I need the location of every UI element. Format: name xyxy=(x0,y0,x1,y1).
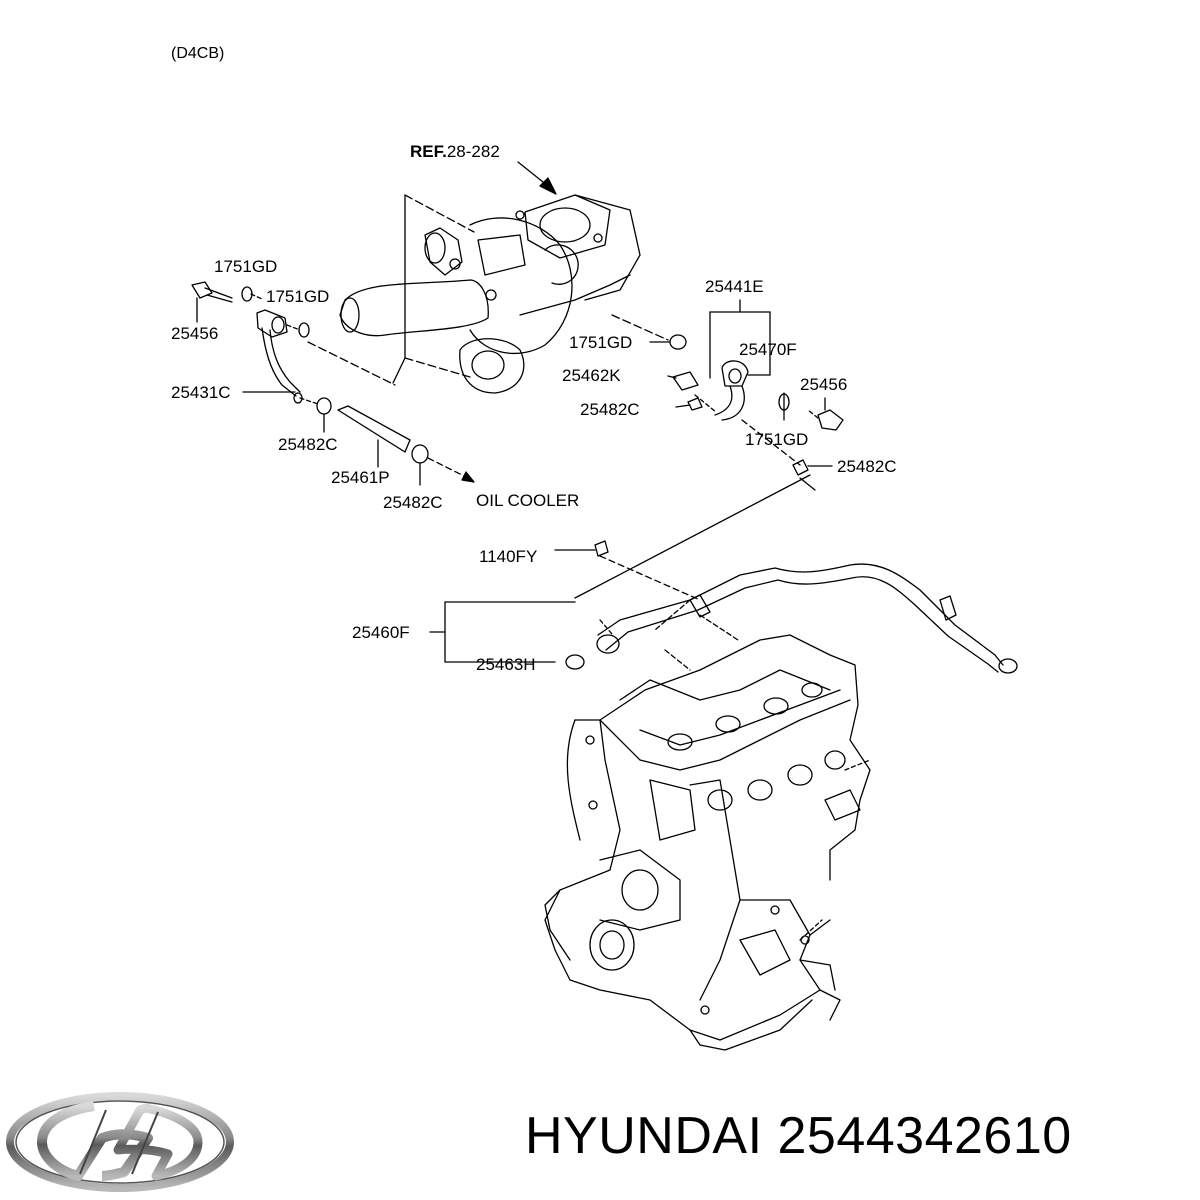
oil-pipe-assembly xyxy=(429,540,1018,674)
label-connector: 25462K xyxy=(562,366,621,385)
label-bolt-top-left: 1751GD xyxy=(214,257,278,276)
label-pipe-assembly: 25460F xyxy=(352,623,410,642)
label-return-pipe: 25470F xyxy=(739,340,797,359)
return-pipe-assembly xyxy=(574,299,844,599)
label-bolt-bracket: 1140FY xyxy=(479,547,538,566)
label-return-assembly: 25441E xyxy=(705,277,764,296)
ref-label: REF.28-282 xyxy=(410,142,500,162)
engine-variant-label: (D4CB) xyxy=(171,45,225,62)
label-clamp-left-a: 25482C xyxy=(278,435,338,454)
label-bolt-right: 25456 xyxy=(800,375,848,394)
label-gasket-left: 1751GD xyxy=(266,287,330,306)
label-gasket-turbo: 1751GD xyxy=(569,333,633,352)
brand-name: HYUNDAI xyxy=(525,1107,763,1165)
label-o-ring: 25463H xyxy=(476,655,536,674)
ref-prefix: REF. xyxy=(410,142,447,161)
label-hose: 25461P xyxy=(331,468,390,487)
footer-title: HYUNDAI 2544342610 xyxy=(525,1110,1072,1162)
label-clamp-left-b: 25482C xyxy=(383,493,443,512)
hyundai-logo xyxy=(6,1092,234,1192)
ref-arrow xyxy=(517,161,557,195)
label-feed-pipe: 25431C xyxy=(171,383,231,402)
part-number: 2544342610 xyxy=(777,1107,1072,1165)
engine-block xyxy=(544,634,871,1051)
turbocharger xyxy=(339,194,641,394)
label-gasket-right: 1751GD xyxy=(745,430,809,449)
label-clamp-bottom: 25482C xyxy=(837,457,897,476)
ref-number: 28-282 xyxy=(446,142,500,161)
feed-pipe-assembly xyxy=(191,281,475,486)
label-oil-cooler: OIL COOLER xyxy=(476,491,580,510)
label-clamp-right: 25482C xyxy=(580,400,640,419)
label-bolt-left: 25456 xyxy=(171,324,219,343)
